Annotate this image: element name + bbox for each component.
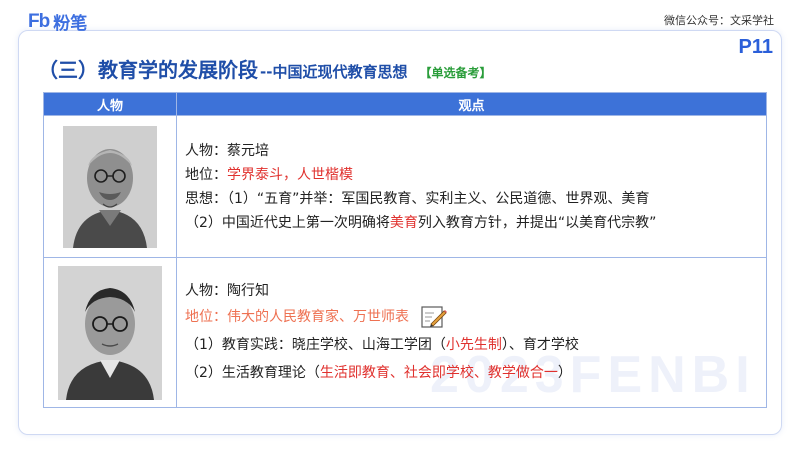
portrait-cai-yuanpei bbox=[63, 125, 157, 248]
person-status: 地位：伟大的人民教育家、万世师表 bbox=[185, 303, 766, 331]
viewpoint-cell: 人物：蔡元培 地位：学界泰斗，人世楷模 思想：（1）“五育”并举：军国民教育、实… bbox=[176, 115, 767, 258]
practice-highlight: 小先生制 bbox=[445, 336, 502, 353]
status-value: 学界泰斗，人世楷模 bbox=[227, 166, 353, 183]
portrait-tao-xingzhi bbox=[58, 265, 162, 400]
practice-text-a: （1）教育实践：晓庄学校、山海工学团（ bbox=[185, 336, 446, 353]
fenbi-logo: Fb 粉笔 bbox=[28, 9, 88, 35]
person-theory: （2）生活教育理论（生活即教育、社会即学校、教学做合一） bbox=[185, 359, 766, 387]
viewpoint-cell: 人物：陶行知 地位：伟大的人民教育家、万世师表 （1）教育实践：晓庄学校、山海工… bbox=[176, 257, 767, 408]
title-sub: --中国近现代教育思想 bbox=[260, 63, 408, 81]
person-thought: 思想：（1）“五育”并举：军国民教育、实利主义、公民道德、世界观、美育 bbox=[185, 190, 650, 207]
logo-mark: Fb bbox=[28, 10, 50, 32]
theory-text-b: ） bbox=[557, 364, 572, 381]
person-contribution: （2）中国近代史上第一次明确将美育列入教育方针，并提出“以美育代宗教” bbox=[185, 211, 766, 235]
table-header-row: 人物 观点 bbox=[43, 92, 767, 116]
slide-title: （三）教育学的发展阶段 --中国近现代教育思想 【单选备考】 bbox=[38, 54, 491, 83]
header-person: 人物 bbox=[43, 92, 177, 116]
table-row: 人物：陶行知 地位：伟大的人民教育家、万世师表 （1）教育实践：晓庄学校、山海工… bbox=[43, 257, 767, 408]
person-name: 人物：陶行知 bbox=[185, 282, 269, 299]
person-status: 地位：学界泰斗，人世楷模 bbox=[185, 163, 766, 187]
contribution-highlight: 美育 bbox=[389, 214, 418, 231]
title-main: （三）教育学的发展阶段 bbox=[38, 58, 258, 82]
person-name: 人物：蔡元培 bbox=[185, 142, 269, 159]
theory-highlight: 生活即教育、社会即学校、教学做合一 bbox=[319, 364, 558, 381]
person-practice: （1）教育实践：晓庄学校、山海工学团（小先生制）、育才学校 bbox=[185, 331, 766, 359]
portrait-cell bbox=[43, 257, 177, 408]
page-number: P11 bbox=[738, 36, 773, 58]
portrait-cell bbox=[43, 115, 177, 258]
practice-text-b: ）、育才学校 bbox=[501, 336, 579, 353]
slide-frame bbox=[18, 30, 782, 435]
theory-text-a: （2）生活教育理论（ bbox=[185, 364, 320, 381]
header-viewpoint: 观点 bbox=[176, 92, 767, 116]
contribution-text-b: 列入教育方针，并提出“以美育代宗教” bbox=[417, 214, 657, 231]
logo-text: 粉笔 bbox=[53, 14, 88, 34]
pencil-note-icon bbox=[421, 305, 447, 328]
contribution-text-a: （2）中国近代史上第一次明确将 bbox=[185, 214, 390, 231]
exam-tag: 【单选备考】 bbox=[419, 66, 492, 80]
status-line: 地位：伟大的人民教育家、万世师表 bbox=[185, 308, 409, 325]
educators-table: 人物 观点 人物：蔡元培 地位：学界泰斗，人世楷模 思想：（1）“五育”并举：军… bbox=[43, 92, 767, 408]
status-prefix: 地位： bbox=[185, 166, 227, 183]
wechat-account-label: 微信公众号：文采学社 bbox=[664, 14, 774, 27]
table-row: 人物：蔡元培 地位：学界泰斗，人世楷模 思想：（1）“五育”并举：军国民教育、实… bbox=[43, 115, 767, 258]
